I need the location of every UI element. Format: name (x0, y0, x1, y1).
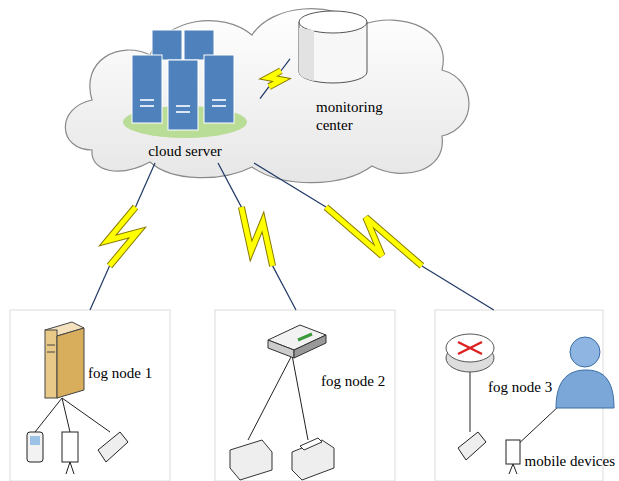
node-label: fog node 2 (321, 372, 393, 390)
router (446, 334, 494, 372)
printer (230, 438, 334, 480)
panel (215, 310, 395, 481)
wireless-link (90, 163, 155, 310)
database-node: monitoring center (290, 6, 414, 138)
node-label: fog node 1 (88, 364, 168, 382)
switch-device (268, 325, 326, 358)
cloud-shape (65, 9, 469, 183)
wireless-link (260, 59, 290, 99)
wireless-link (218, 163, 296, 310)
user-figure (556, 337, 614, 408)
wireless-link (254, 163, 494, 310)
cylinder-shape (294, 8, 374, 88)
node-label: cloud server (110, 142, 260, 160)
fog-node-panel: fog node 2 (215, 310, 395, 481)
cloud-server-node: cloud server (110, 20, 260, 163)
tower-server (45, 322, 84, 398)
device-label: mobile devices (525, 452, 615, 470)
node-label: fog node 3 (488, 378, 568, 396)
server-cluster (123, 30, 247, 138)
mobile-phone (27, 432, 520, 474)
node-label: monitoring center (316, 98, 412, 134)
panel (10, 310, 170, 481)
fog-node-panel: fog node 1 (10, 310, 170, 481)
